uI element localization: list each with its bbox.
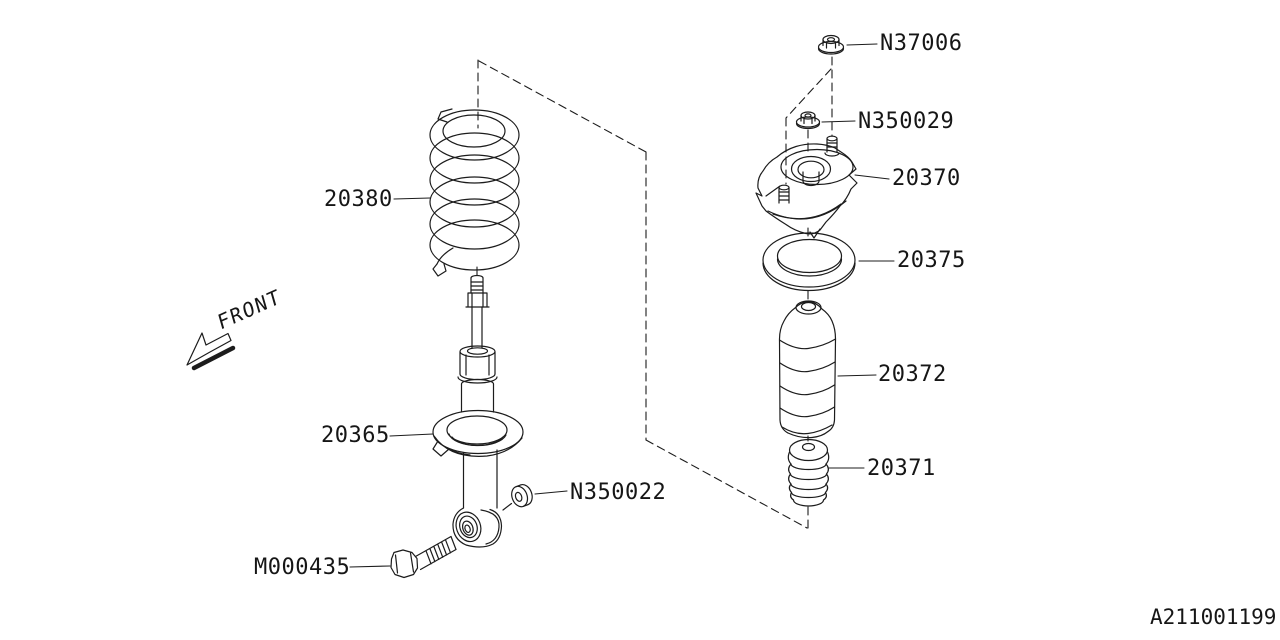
part-label-spacer: 20375 <box>897 248 966 273</box>
part-label-top-nut: N37006 <box>880 31 963 56</box>
spacer-ring-drawing <box>762 232 856 292</box>
strut-mount-drawing <box>755 135 858 239</box>
washer-n350022-drawing <box>511 484 533 508</box>
dust-cover-drawing <box>778 300 837 439</box>
part-label-dust-cover: 20372 <box>878 362 947 387</box>
shock-absorber-drawing <box>432 274 524 548</box>
part-label-coil-spring: 20380 <box>324 187 393 212</box>
part-label-helper-rubber: 20371 <box>867 456 936 481</box>
nut-n37006-drawing <box>817 34 845 55</box>
part-label-mount-nut: N350029 <box>858 109 955 134</box>
part-label-bolt: M000435 <box>254 555 351 580</box>
part-label-strut-mount: 20370 <box>892 166 961 191</box>
part-label-shock-absorber: 20365 <box>321 423 390 448</box>
bolt-m000435-drawing <box>390 535 457 579</box>
helper-rubber-drawing <box>787 438 830 507</box>
drawing-number: A211001199 <box>1150 605 1277 629</box>
coil-spring-drawing <box>429 108 520 277</box>
construction-dashed-lines <box>476 56 833 529</box>
front-direction-arrow-icon <box>186 332 236 371</box>
nut-n350029-drawing <box>795 111 821 130</box>
leader-lines <box>349 43 895 568</box>
part-label-washer-nut: N350022 <box>570 480 667 505</box>
